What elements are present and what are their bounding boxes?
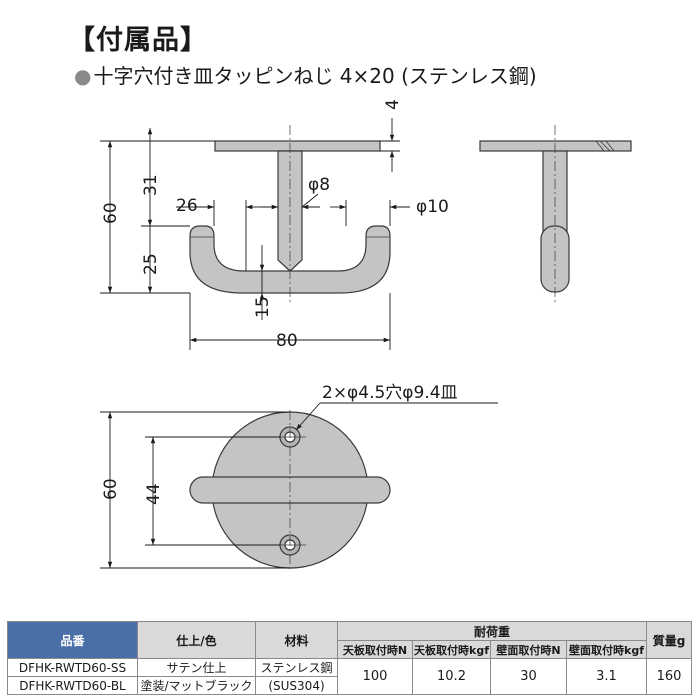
- spec-subheader-row: 天板取付時N 天板取付時kgf 壁面取付時N 壁面取付時kgf: [8, 640, 692, 659]
- dim-width: 80: [276, 331, 298, 351]
- header-ceiling-kgf: 天板取付時kgf: [412, 640, 491, 659]
- dim-lower-height: 25: [141, 253, 161, 275]
- header-wall-kgf: 壁面取付時kgf: [565, 640, 648, 659]
- dim-bottom-thickness: 15: [253, 296, 273, 318]
- cell-finish: 塗装/マットブラック: [137, 676, 256, 695]
- header-wall-n: 壁面取付時N: [490, 640, 567, 659]
- side-view: [479, 125, 632, 305]
- spec-table: 品番 仕上/色 材料 耐荷重 質量g 天板取付時N 天板取付時kgf 壁面取付時…: [7, 621, 693, 695]
- dim-arm-dia: φ10: [416, 197, 449, 217]
- bullet-icon: ●: [74, 64, 92, 88]
- screw-note-text: 十字穴付き皿タッピンねじ 4×20 (ステンレス鋼): [93, 64, 537, 88]
- bottom-dimensions: [100, 402, 498, 569]
- cell-part-no: DFHK-RWTD60-SS: [7, 658, 138, 677]
- screw-note: ●十字穴付き皿タッピンねじ 4×20 (ステンレス鋼): [74, 60, 537, 89]
- front-top-plate: [214, 140, 381, 152]
- cell-material: (SUS304): [255, 676, 338, 695]
- accessory-title: 【付属品】: [68, 25, 208, 56]
- dim-plate-thickness: 4: [383, 99, 403, 110]
- cell-finish: サテン仕上: [137, 658, 256, 677]
- cell-material: ステンレス鋼: [255, 658, 338, 677]
- dim-arm-inner: 26: [176, 196, 198, 216]
- cell-wall-n: 30: [490, 658, 567, 695]
- bottom-view: [189, 410, 391, 572]
- dim-upper-height: 31: [141, 174, 161, 196]
- table-row: DFHK-RWTD60-SS サテン仕上 ステンレス鋼 100 10.2 30 …: [7, 658, 693, 695]
- cell-part-no: DFHK-RWTD60-BL: [7, 676, 138, 695]
- table-row: DFHK-RWTD60-BL 塗装/マットブラック (SUS304): [7, 676, 692, 695]
- cell-weight: 160: [646, 658, 693, 695]
- dim-overall-height: 60: [101, 202, 121, 224]
- front-dimensions: [100, 118, 410, 350]
- header-load: 耐荷重: [336, 621, 648, 641]
- dim-bottom-overall-height: 60: [101, 478, 121, 500]
- cell-ceiling-kgf: 10.2: [412, 658, 491, 695]
- header-material: 材料: [255, 621, 338, 659]
- header-ceiling-n: 天板取付時N: [337, 640, 413, 659]
- dim-hole-note: 2×φ4.5穴φ9.4皿: [322, 383, 458, 403]
- cell-ceiling-n: 100: [337, 658, 413, 695]
- header-finish: 仕上/色: [137, 621, 256, 659]
- front-view: [189, 125, 391, 305]
- header-part-no: 品番: [7, 621, 138, 659]
- front-dimension-labels: 60 31 25 4 φ8 26 φ10 15 80: [101, 99, 449, 351]
- spec-header-row: 品番 仕上/色 材料 耐荷重 質量g: [7, 621, 693, 659]
- cell-wall-kgf: 3.1: [565, 658, 648, 695]
- front-u-hook: [189, 225, 391, 294]
- dim-stem-dia: φ8: [308, 175, 330, 195]
- header-weight: 質量g: [646, 621, 693, 659]
- dim-hole-pitch: 44: [144, 483, 164, 505]
- bottom-dimension-labels: 60 44 2×φ4.5穴φ9.4皿: [101, 383, 458, 505]
- technical-drawing: 60 31 25 4 φ8 26 φ10 15 80: [100, 99, 632, 572]
